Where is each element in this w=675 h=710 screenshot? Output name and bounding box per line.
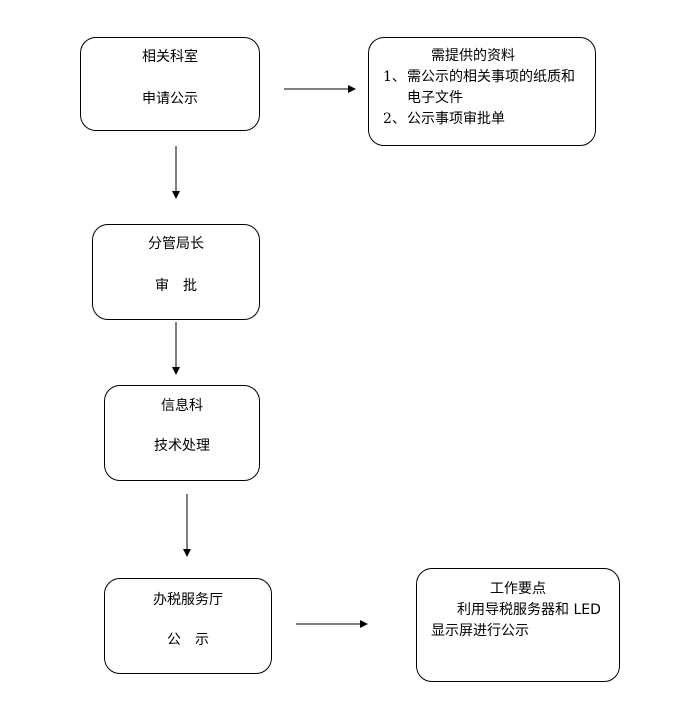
- step-apply-dept: 相关科室: [142, 49, 198, 65]
- step-process-dept: 信息科: [161, 398, 203, 414]
- materials-item1-line1: 需公示的相关事项的纸质和: [407, 69, 575, 85]
- key-points-line2: 显示屏进行公示: [431, 623, 529, 639]
- key-points-line1: 利用导税服务器和 LED: [457, 602, 601, 618]
- step-approve-box: 分管局长 审 批: [92, 224, 260, 320]
- key-points-box: 工作要点 利用导税服务器和 LED 显示屏进行公示: [416, 568, 620, 682]
- key-points-title: 工作要点: [490, 581, 546, 597]
- step-publish-action: 公 示: [167, 632, 209, 648]
- step-process-action: 技术处理: [154, 438, 210, 454]
- materials-item1-line2: 电子文件: [407, 90, 463, 106]
- materials-item2-number: 2、: [383, 111, 406, 127]
- materials-box: 需提供的资料 1、 需公示的相关事项的纸质和 电子文件 2、 公示事项审批单: [368, 37, 596, 146]
- materials-item2-text: 公示事项审批单: [407, 111, 505, 127]
- step-publish-dept: 办税服务厅: [153, 592, 223, 608]
- materials-item1-number: 1、: [383, 69, 406, 85]
- step-apply-box: 相关科室 申请公示: [80, 37, 260, 131]
- materials-title: 需提供的资料: [431, 48, 515, 64]
- step-publish-box: 办税服务厅 公 示: [104, 578, 272, 674]
- step-approve-action: 审 批: [155, 278, 197, 294]
- step-approve-dept: 分管局长: [148, 236, 204, 252]
- step-process-box: 信息科 技术处理: [104, 385, 260, 481]
- step-apply-action: 申请公示: [142, 91, 198, 107]
